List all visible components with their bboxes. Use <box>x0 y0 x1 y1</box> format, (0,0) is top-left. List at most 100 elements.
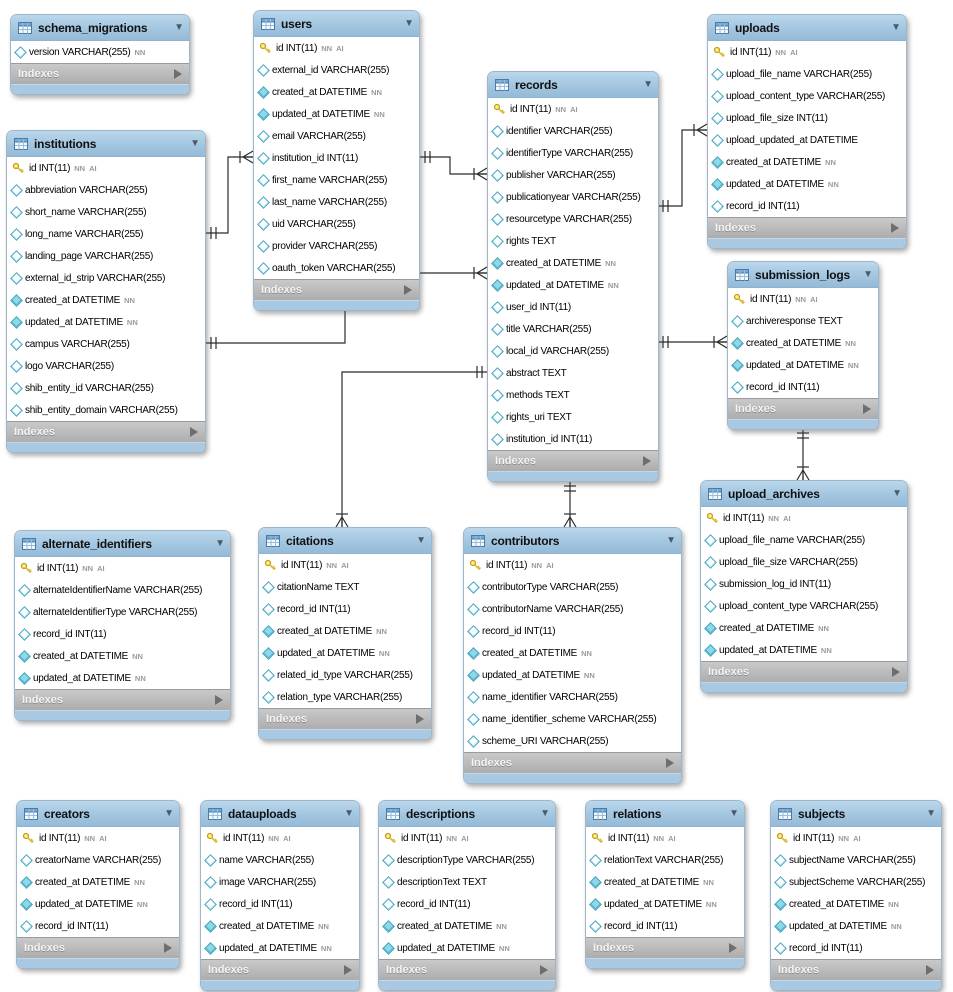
column-row[interactable]: upload_file_size INT(11) <box>708 107 906 129</box>
table-header-relations[interactable]: relations▼ <box>586 801 744 827</box>
column-row[interactable]: abbreviation VARCHAR(255) <box>7 179 205 201</box>
indexes-bar[interactable]: Indexes <box>7 421 205 442</box>
collapse-icon[interactable]: ▼ <box>926 807 936 819</box>
indexes-bar[interactable]: Indexes <box>771 959 941 980</box>
column-row[interactable]: methods TEXT <box>488 384 658 406</box>
table-header-upload_archives[interactable]: upload_archives▼ <box>701 481 907 507</box>
column-row[interactable]: record_id INT(11) <box>259 598 431 620</box>
column-row[interactable]: record_id INT(11) <box>464 620 681 642</box>
indexes-bar[interactable]: Indexes <box>254 279 419 300</box>
collapse-icon[interactable]: ▼ <box>404 17 414 29</box>
column-row[interactable]: uid VARCHAR(255) <box>254 213 419 235</box>
column-row[interactable]: title VARCHAR(255) <box>488 318 658 340</box>
column-row[interactable]: contributorName VARCHAR(255) <box>464 598 681 620</box>
column-row[interactable]: upload_content_type VARCHAR(255) <box>708 85 906 107</box>
column-row[interactable]: rights_uri TEXT <box>488 406 658 428</box>
column-row[interactable]: record_id INT(11) <box>201 893 359 915</box>
relationship-users-to-institutions[interactable] <box>204 150 254 239</box>
expand-arrow-icon[interactable] <box>190 427 198 437</box>
table-header-contributors[interactable]: contributors▼ <box>464 528 681 554</box>
column-row[interactable]: record_id INT(11) <box>17 915 179 937</box>
collapse-icon[interactable]: ▼ <box>863 268 873 280</box>
column-row[interactable]: scheme_URI VARCHAR(255) <box>464 730 681 752</box>
column-row[interactable]: version VARCHAR(255)NN <box>11 41 189 63</box>
relationship-submission_logs-to-records[interactable] <box>657 335 728 349</box>
collapse-icon[interactable]: ▼ <box>164 807 174 819</box>
expand-arrow-icon[interactable] <box>863 404 871 414</box>
column-row[interactable]: last_name VARCHAR(255) <box>254 191 419 213</box>
collapse-icon[interactable]: ▼ <box>892 487 902 499</box>
table-header-users[interactable]: users▼ <box>254 11 419 37</box>
table-header-datauploads[interactable]: datauploads▼ <box>201 801 359 827</box>
column-row[interactable]: upload_updated_at DATETIME <box>708 129 906 151</box>
collapse-icon[interactable]: ▼ <box>729 807 739 819</box>
expand-arrow-icon[interactable] <box>404 285 412 295</box>
column-row[interactable]: institution_id INT(11) <box>254 147 419 169</box>
expand-arrow-icon[interactable] <box>729 943 737 953</box>
column-row[interactable]: relationText VARCHAR(255) <box>586 849 744 871</box>
indexes-bar[interactable]: Indexes <box>488 450 658 471</box>
collapse-icon[interactable]: ▼ <box>190 137 200 149</box>
column-row[interactable]: record_id INT(11) <box>379 893 555 915</box>
column-row[interactable]: upload_file_size VARCHAR(255) <box>701 551 907 573</box>
relationship-upload_archives-to-submission_logs[interactable] <box>796 427 810 481</box>
column-row[interactable]: user_id INT(11) <box>488 296 658 318</box>
column-row[interactable]: record_id INT(11) <box>728 376 878 398</box>
indexes-bar[interactable]: Indexes <box>259 708 431 729</box>
collapse-icon[interactable]: ▼ <box>174 21 184 33</box>
column-row[interactable]: descriptionText TEXT <box>379 871 555 893</box>
relationship-records-to-users[interactable] <box>418 151 488 181</box>
column-row[interactable]: rights TEXT <box>488 230 658 252</box>
column-row[interactable]: publisher VARCHAR(255) <box>488 164 658 186</box>
column-row[interactable]: short_name VARCHAR(255) <box>7 201 205 223</box>
collapse-icon[interactable]: ▼ <box>540 807 550 819</box>
table-header-schema_migrations[interactable]: schema_migrations▼ <box>11 15 189 41</box>
column-row[interactable]: external_id VARCHAR(255) <box>254 59 419 81</box>
column-row[interactable]: contributorType VARCHAR(255) <box>464 576 681 598</box>
column-row[interactable]: image VARCHAR(255) <box>201 871 359 893</box>
expand-arrow-icon[interactable] <box>416 714 424 724</box>
column-row[interactable]: identifier VARCHAR(255) <box>488 120 658 142</box>
indexes-bar[interactable]: Indexes <box>701 661 907 682</box>
expand-arrow-icon[interactable] <box>164 943 172 953</box>
column-row[interactable]: relation_type VARCHAR(255) <box>259 686 431 708</box>
column-row[interactable]: citationName TEXT <box>259 576 431 598</box>
column-row[interactable]: creatorName VARCHAR(255) <box>17 849 179 871</box>
